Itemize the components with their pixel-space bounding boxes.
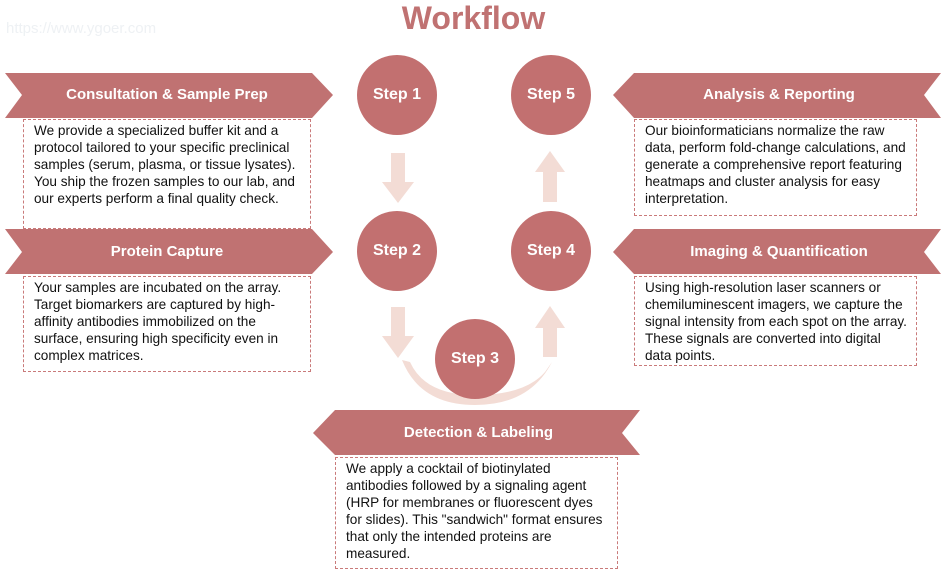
step-4-circle: Step 4 — [511, 211, 591, 291]
arrow-up-4-5 — [535, 151, 565, 202]
banner-analysis — [613, 73, 941, 118]
arrow-up-3-4 — [535, 306, 565, 357]
banner-detection — [313, 410, 640, 455]
heading-imaging: Imaging & Quantification — [690, 243, 868, 260]
text-analysis: Our bioinformaticians normalize the raw … — [634, 119, 917, 216]
arrow-down-1-2 — [382, 153, 414, 203]
text-detection: We apply a cocktail of biotinylated anti… — [335, 457, 618, 569]
step-2-circle: Step 2 — [357, 211, 437, 291]
text-imaging: Using high-resolution laser scanners or … — [634, 276, 917, 366]
banner-capture — [5, 229, 333, 274]
heading-analysis: Analysis & Reporting — [703, 86, 855, 103]
step-3-circle: Step 3 — [435, 319, 515, 399]
banner-consultation — [5, 73, 333, 118]
heading-consultation: Consultation & Sample Prep — [66, 86, 268, 103]
step-1-circle: Step 1 — [357, 55, 437, 135]
watermark-text: https://www.ygoer.com — [6, 20, 157, 37]
text-capture: Your samples are incubated on the array.… — [23, 276, 311, 372]
heading-capture: Protein Capture — [110, 243, 224, 260]
page-title: Workflow — [401, 0, 546, 36]
step-5-circle: Step 5 — [511, 55, 591, 135]
arrow-down-2-3 — [382, 307, 414, 358]
heading-detection: Detection & Labeling — [403, 424, 554, 441]
banner-imaging — [613, 229, 941, 274]
text-consultation: We provide a specialized buffer kit and … — [23, 119, 311, 229]
arrow-curve-bottom — [402, 360, 552, 405]
